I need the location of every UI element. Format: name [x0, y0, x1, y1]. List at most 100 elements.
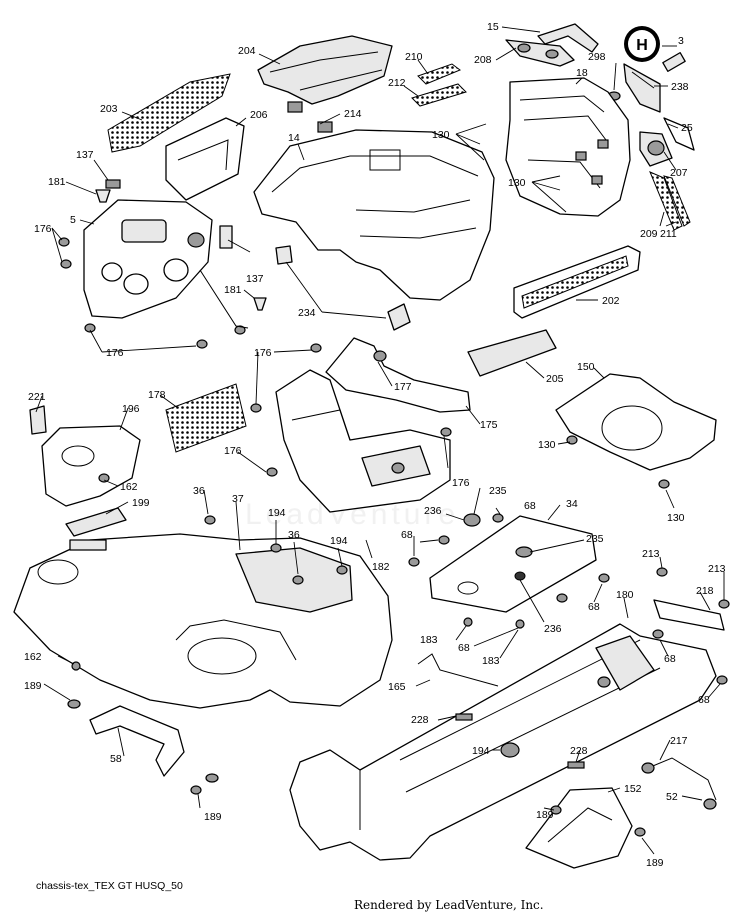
callout-208: 208 [474, 54, 492, 66]
callout-202: 202 [602, 295, 620, 307]
callout-194-top: 194 [268, 507, 286, 519]
part-213-bolt [656, 567, 668, 577]
part-165-linkage-rod [417, 653, 499, 687]
callout-68-top: 68 [524, 500, 536, 512]
callout-175: 175 [480, 419, 498, 431]
callout-183-right: 183 [482, 655, 500, 667]
callout-183-left: 183 [420, 634, 438, 646]
callout-176-left: 176 [34, 223, 52, 235]
callout-3: 3 [678, 35, 684, 47]
callout-58: 58 [110, 753, 122, 765]
callout-130-right: 130 [667, 512, 685, 524]
callout-68-right: 68 [698, 694, 710, 706]
callout-196: 196 [122, 403, 140, 415]
callout-18: 18 [576, 67, 588, 79]
callout-298: 298 [588, 51, 606, 63]
part-178-vent-mesh [165, 383, 247, 453]
callout-199: 199 [132, 497, 150, 509]
callout-68-left: 68 [401, 529, 413, 541]
callout-234: 234 [298, 307, 316, 319]
callout-52: 52 [666, 791, 678, 803]
callout-36-top: 36 [193, 485, 205, 497]
callout-130-deck: 130 [538, 439, 556, 451]
callout-165: 165 [388, 681, 406, 693]
callout-235-right: 235 [586, 533, 604, 545]
callout-189-left: 189 [24, 680, 42, 692]
callout-176-bottom: 176 [106, 347, 124, 359]
part-194-flange-nut [500, 742, 520, 758]
part-221-decal [29, 405, 47, 435]
callout-137-right: 137 [246, 273, 264, 285]
callout-68-frame: 68 [664, 653, 676, 665]
part-3-brand-badge: H [624, 26, 660, 62]
callout-15: 15 [487, 21, 499, 33]
part-52-bushing-b [703, 798, 717, 810]
part-206-side-panel [165, 117, 245, 201]
part-14-hood [253, 129, 495, 301]
part-150-right-footrest [555, 373, 717, 471]
callout-228-right: 228 [570, 745, 588, 757]
callout-25: 25 [681, 122, 693, 134]
callout-189-bottom: 189 [646, 857, 664, 869]
part-36-bolt-b [292, 575, 304, 585]
callout-137-left: 137 [76, 149, 94, 161]
callout-177: 177 [394, 381, 412, 393]
part-5-dash-panel [83, 199, 213, 319]
callout-36-lower: 36 [288, 529, 300, 541]
drawing-code: chassis-tex_TEX GT HUSQ_50 [36, 880, 183, 892]
callout-211: 211 [660, 228, 677, 240]
callout-203: 203 [100, 103, 118, 115]
part-234-decal-b [387, 303, 411, 331]
part-3-clip [662, 52, 686, 72]
part-208-emblem-bracket [505, 39, 575, 67]
brand-badge-glyph: H [636, 37, 648, 54]
part-181-grommet-b [253, 297, 267, 311]
callout-210: 210 [405, 51, 423, 63]
leader-lines [35, 26, 725, 855]
part-214-clip [287, 101, 303, 113]
part-209-mesh [649, 171, 683, 231]
part-218-front-brace [653, 599, 725, 631]
callout-206: 206 [250, 109, 268, 121]
part-217-tie-rod [647, 757, 717, 801]
part-236-nut [514, 571, 526, 581]
part-205-foot-guard [467, 329, 557, 377]
callout-14: 14 [288, 132, 300, 144]
callout-176-grille: 176 [224, 445, 242, 457]
part-199-bracket [65, 507, 127, 537]
part-181-grommet [95, 189, 111, 203]
part-228-pin [455, 713, 473, 721]
callout-189-deflector: 189 [536, 809, 554, 821]
callout-68-center: 68 [458, 642, 470, 654]
callout-204: 204 [238, 45, 256, 57]
part-137-bracket [219, 225, 233, 249]
callout-236-top: 236 [424, 505, 442, 517]
callout-194-lower: 194 [330, 535, 348, 547]
callout-235-top: 235 [489, 485, 507, 497]
callout-194-frame: 194 [472, 745, 490, 757]
part-18-front-grille-housing [505, 77, 631, 217]
part-175-upper-bracket [325, 337, 471, 413]
part-58-rear-strap [89, 705, 185, 777]
part-180-axle-housing [595, 635, 655, 691]
part-196-cupholder-tray [41, 425, 141, 507]
callout-214: 214 [344, 108, 362, 120]
callout-180: 180 [616, 589, 634, 601]
part-211-mesh [663, 175, 691, 227]
callout-130-lower: 130 [508, 177, 526, 189]
callout-218: 218 [696, 585, 714, 597]
part-194-nut [270, 543, 282, 553]
callout-34: 34 [566, 498, 578, 510]
callout-181-right: 181 [224, 284, 242, 296]
callout-213-right: 213 [708, 563, 726, 575]
callout-176-pedestal: 176 [452, 477, 470, 489]
callout-212: 212 [388, 77, 406, 89]
part-194-nut-b [336, 565, 348, 575]
callout-189-strap: 189 [204, 811, 222, 823]
part-213-bolt-b [718, 599, 730, 609]
part-235-washer-b [463, 513, 481, 527]
part-52-bushing [641, 762, 655, 774]
callout-205: 205 [546, 373, 564, 385]
